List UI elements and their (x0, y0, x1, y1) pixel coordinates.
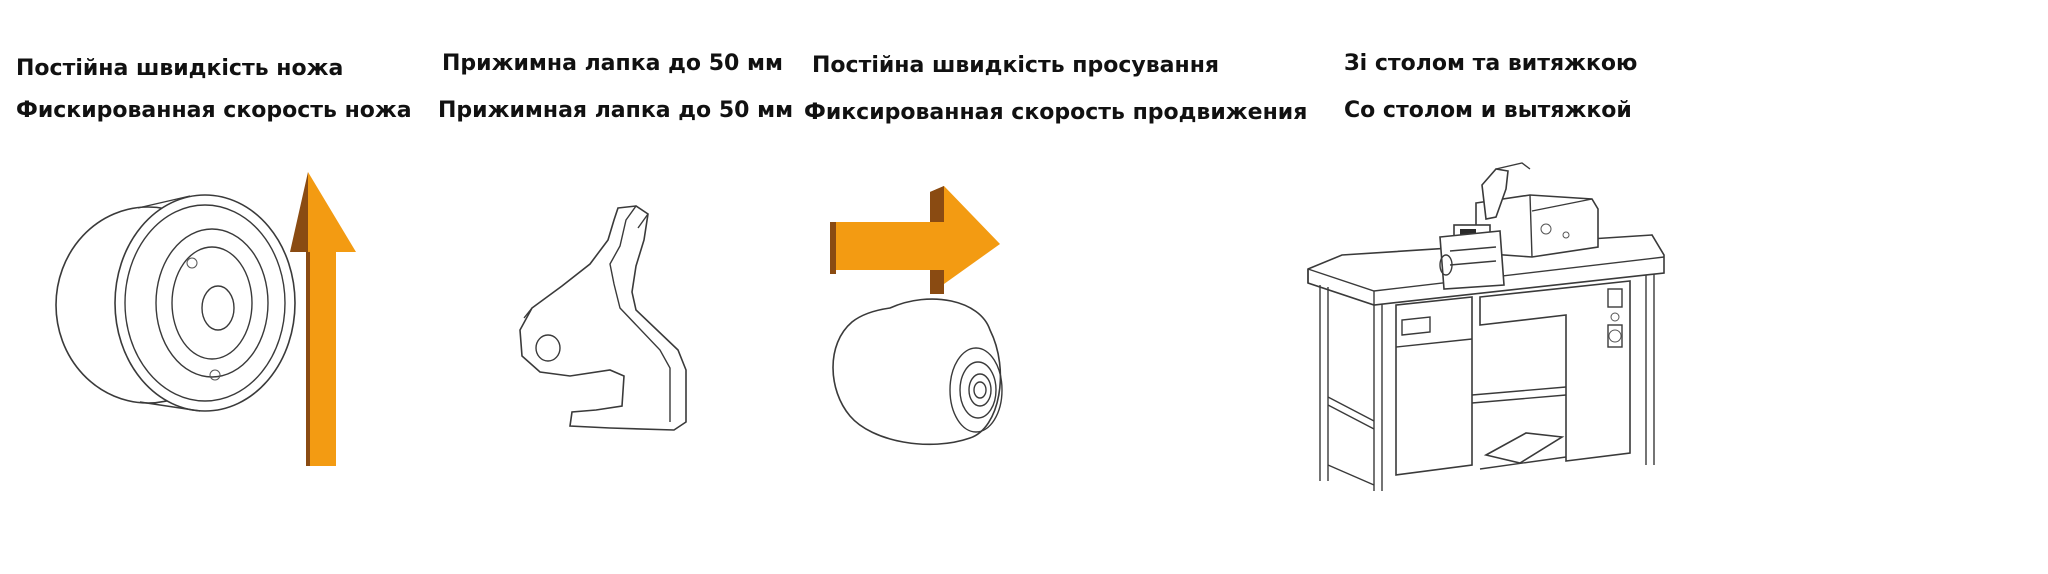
caption-uk-presser-foot: Прижимна лапка до 50 мм (442, 51, 783, 76)
caption-uk-table-extraction: Зі столом та витяжкою (1344, 51, 1638, 76)
knife-wheel-icon (55, 172, 356, 466)
upward-arrow-icon (290, 172, 356, 466)
caption-ru-presser-foot: Прижимная лапка до 50 мм (438, 98, 794, 123)
caption-uk-knife-speed: Постійна швидкість ножа (16, 56, 344, 81)
caption-ru-knife-speed: Фискированная скорость ножа (16, 98, 412, 123)
caption-ru-feed-speed: Фиксированная скорость продвижения (804, 100, 1308, 125)
presser-foot-icon (519, 205, 687, 431)
machine-table-icon (1307, 162, 1665, 491)
caption-uk-feed-speed: Постійна швидкість просування (812, 53, 1220, 78)
caption-ru-table-extraction: Со столом и вытяжкой (1344, 98, 1632, 123)
feed-roller-icon (830, 186, 1003, 446)
right-arrow-icon (830, 186, 1000, 294)
